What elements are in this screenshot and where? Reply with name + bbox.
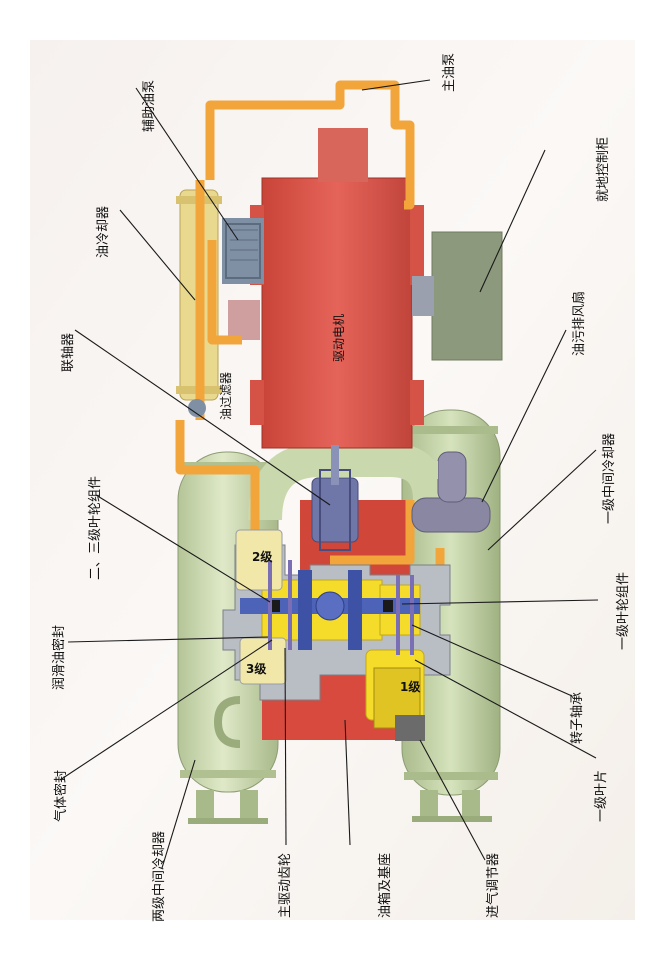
- label-oil-cooler: 油冷却器: [96, 205, 111, 258]
- label-drive-motor: 驱动电机: [332, 313, 346, 362]
- label-inlet-regulator: 进气调节器: [486, 852, 501, 918]
- label-stage1-intercooler: 一级中间冷却器: [602, 432, 617, 524]
- stage-1-mark: 1级: [400, 680, 421, 694]
- label-two-stage-intercooler: 两级中间冷却器: [152, 830, 167, 922]
- oil-filter-part: [188, 399, 206, 417]
- label-aux-oil-pump: 辅助油泵: [142, 79, 157, 132]
- aux-oil-pump-unit: [222, 218, 264, 340]
- label-main-oil-pump: 主油泵: [442, 52, 457, 92]
- oil-fume-fan-unit: [402, 451, 491, 533]
- label-local-control-cabinet: 就地控制柜: [596, 136, 611, 202]
- local-control-cabinet: [412, 231, 503, 361]
- label-gas-seal: 气体密封: [54, 769, 69, 822]
- stage-2-mark: 2级: [252, 550, 273, 564]
- label-oil-filter: 油过滤器: [219, 371, 233, 420]
- gearbox-assembly: [222, 529, 451, 741]
- label-stage1-impeller: 一级叶轮组件: [616, 571, 631, 650]
- label-lube-oil-seal: 润滑油密封: [52, 624, 67, 690]
- label-oil-fume-fan: 油污排风扇: [572, 290, 587, 356]
- drive-motor-body: [250, 128, 424, 449]
- coupling-part: [311, 445, 359, 551]
- label-coupling: 联轴器: [61, 332, 76, 372]
- label-main-drive-gear: 主驱动齿轮: [278, 852, 293, 918]
- label-stage23-impeller: 二、三级叶轮组件: [88, 475, 103, 580]
- stage-3-mark: 3级: [246, 662, 267, 676]
- label-oil-tank-base: 油箱及基座: [378, 852, 393, 918]
- label-rotor-bearing: 转子轴承: [570, 691, 585, 744]
- label-stage1-blade: 一级叶片: [594, 769, 609, 822]
- leader-lines: [59, 79, 599, 869]
